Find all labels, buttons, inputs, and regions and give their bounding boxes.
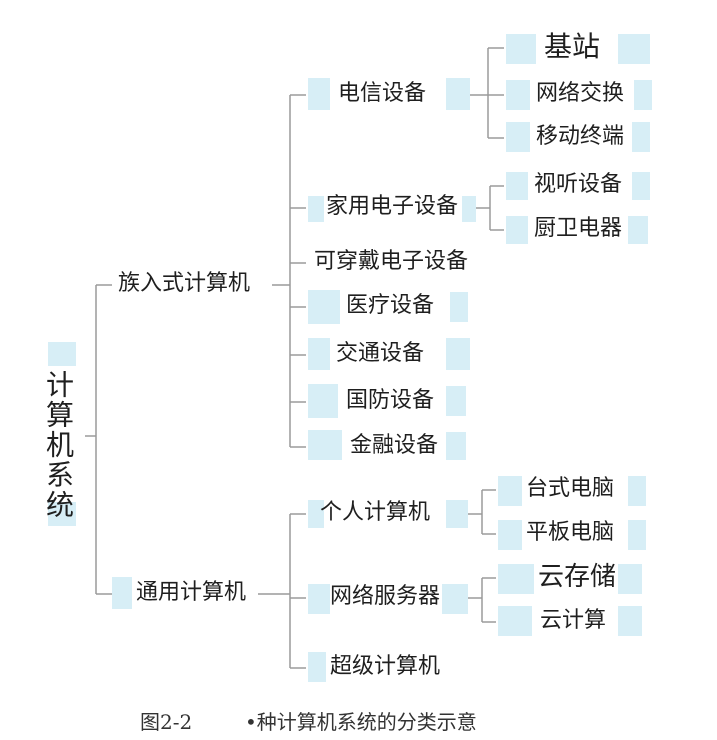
decoration-block [450, 292, 468, 322]
decoration-block [628, 520, 646, 550]
decoration-block [446, 338, 470, 370]
decoration-block [506, 216, 528, 244]
decoration-block [498, 564, 534, 594]
decoration-block [308, 500, 324, 528]
node-0-embedded: 电信设备 [338, 81, 427, 106]
decoration-block [462, 196, 476, 222]
decoration-block [498, 520, 522, 550]
decoration-block [446, 500, 468, 528]
decoration-block [112, 577, 132, 609]
node-0-general: 个人计算机 [320, 500, 431, 525]
leaf-telecom-0: 基站 [544, 30, 601, 63]
node-4-embedded: 交通设备 [336, 341, 425, 366]
leaf-home-1: 厨卫电器 [534, 216, 623, 241]
leaf-personal-0: 台式电脑 [526, 476, 615, 501]
decoration-block [628, 476, 646, 506]
decoration-block [308, 430, 342, 460]
decoration-block [632, 122, 650, 152]
node-1-embedded: 家用电子设备 [326, 194, 459, 219]
root-node: 计算机系统 [42, 370, 75, 520]
node-2-general: 超级计算机 [330, 654, 441, 679]
decoration-block [506, 80, 530, 110]
figure-number: 图2-2 [140, 710, 193, 734]
decoration-block [308, 584, 330, 614]
decoration-block [618, 564, 642, 594]
node-2-embedded: 可穿戴电子设备 [314, 249, 469, 274]
decoration-block [308, 196, 324, 222]
node-5-embedded: 国防设备 [346, 388, 435, 413]
decoration-block [48, 502, 76, 526]
branch-embedded-computer: 族入式计算机 [118, 271, 251, 296]
decoration-block [442, 584, 468, 614]
decoration-block [506, 122, 530, 152]
decoration-block [506, 172, 528, 200]
node-6-embedded: 金融设备 [350, 433, 439, 458]
node-3-embedded: 医疗设备 [346, 293, 435, 318]
leaf-server-0: 云存储 [538, 562, 617, 592]
leaf-telecom-1: 网络交换 [536, 81, 625, 106]
leaf-home-0: 视听设备 [534, 172, 623, 197]
leaf-personal-1: 平板电脑 [526, 520, 615, 545]
decoration-block [308, 384, 338, 418]
decoration-block [634, 80, 652, 110]
decoration-block [308, 290, 340, 324]
decoration-block [618, 34, 650, 64]
decoration-block [632, 172, 650, 200]
decoration-block [308, 652, 326, 682]
figure-caption-text: •种计算机系统的分类示意 [244, 710, 477, 734]
decoration-block [628, 216, 648, 244]
branch-general-computer: 通用计算机 [136, 580, 247, 605]
decoration-block [48, 342, 76, 366]
decoration-block [506, 34, 536, 64]
decoration-block [308, 338, 330, 370]
figure-caption: 图2-2 •种计算机系统的分类示意 [140, 706, 477, 735]
node-1-general: 网络服务器 [330, 584, 441, 609]
decoration-block [618, 606, 642, 636]
leaf-server-1: 云计算 [540, 608, 607, 633]
decoration-block [498, 476, 522, 506]
decoration-block [446, 386, 466, 416]
decoration-block [446, 432, 466, 460]
decoration-block [308, 78, 330, 110]
decoration-block [498, 606, 532, 636]
decoration-block [446, 78, 470, 110]
leaf-telecom-2: 移动终端 [536, 124, 625, 149]
